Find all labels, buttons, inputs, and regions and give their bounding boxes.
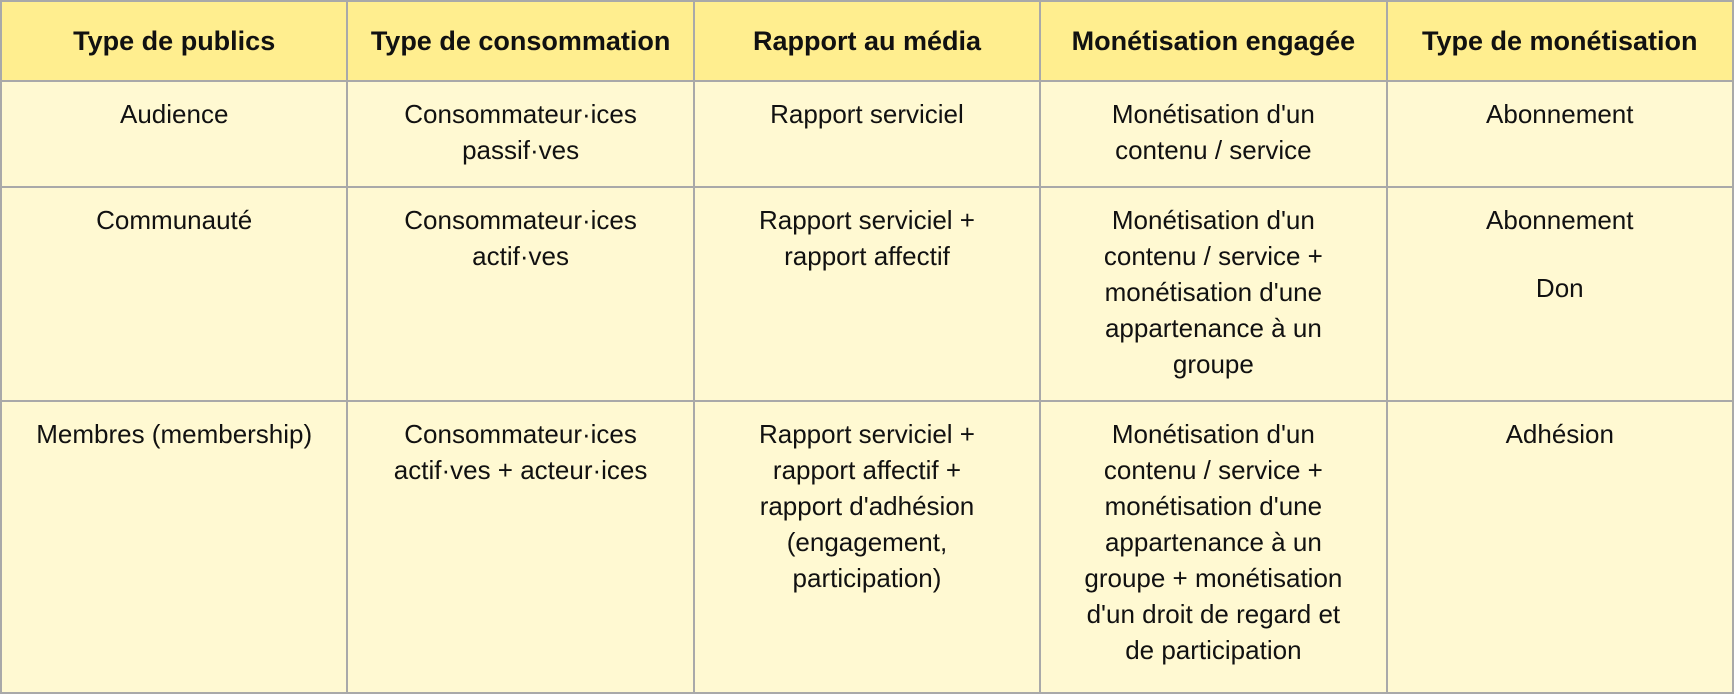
cell-line: Abonnement [1486,99,1634,129]
cell-line: Monétisation d'un [1111,99,1315,129]
cell-line: groupe [1172,349,1254,379]
cell-rapport: Rapport serviciel + rapport affectif [692,186,1042,402]
cell-monetisation-engagee: Monétisation d'un contenu / service [1039,80,1388,188]
header-row: Type de publics Type de consommation Rap… [0,0,1734,82]
cell-line: d'un droit de regard et [1086,599,1341,629]
cell-line: (engagement, [786,527,948,557]
cell-line: passif·ves [462,135,580,165]
cell-line: Monétisation d'un [1111,419,1315,449]
cell-line: contenu / service + [1103,455,1323,485]
cell-text: Audience [119,99,229,129]
cell-line: Consommateur·ices [404,99,637,129]
cell-monetisation-engagee: Monétisation d'un contenu / service + mo… [1039,400,1388,694]
header-type-de-consommation: Type de consommation [346,0,695,82]
cell-line: actif·ves + acteur·ices [393,455,648,485]
cell-line: rapport affectif + [772,455,962,485]
header-type-de-monetisation: Type de monétisation [1385,0,1734,82]
cell-line: rapport d'adhésion [759,491,975,521]
cell-line: contenu / service [1115,135,1312,165]
cell-publics: Audience [0,80,349,188]
cell-line: appartenance à un [1104,313,1322,343]
cell-text: Membres (membership) [36,419,313,449]
cell-text: Communauté [96,205,253,235]
cell-line: Rapport serviciel [770,99,964,129]
cell-monetisation-engagee: Monétisation d'un contenu / service + mo… [1039,186,1388,402]
cell-rapport: Rapport serviciel [692,80,1042,188]
cell-line: Adhésion [1505,419,1614,449]
header-type-de-publics: Type de publics [0,0,349,82]
cell-publics: Communauté [0,186,349,402]
cell-line: de participation [1125,635,1302,665]
table-row: Audience Consommateur·ices passif·ves Ra… [0,80,1734,188]
cell-line: monétisation d'une [1104,491,1323,521]
cell-line: groupe + monétisation [1084,563,1343,593]
cell-consommation: Consommateur·ices passif·ves [346,80,695,188]
cell-line: Don [1535,273,1584,303]
cell-consommation: Consommateur·ices actif·ves + acteur·ice… [346,400,695,694]
cell-line: participation) [792,563,942,593]
cell-line: Abonnement [1486,205,1634,235]
cell-line: Consommateur·ices [404,205,637,235]
cell-line: actif·ves [472,241,569,271]
cell-rapport: Rapport serviciel + rapport affectif + r… [692,400,1042,694]
cell-line: monétisation d'une [1104,277,1323,307]
cell-line: contenu / service + [1103,241,1323,271]
cell-consommation: Consommateur·ices actif·ves [346,186,695,402]
cell-type-monetisation: Adhésion [1385,400,1734,694]
table-row: Communauté Consommateur·ices actif·ves R… [0,186,1734,402]
table-row: Membres (membership) Consommateur·ices a… [0,400,1734,694]
cell-type-monetisation: Abonnement [1385,80,1734,188]
cell-line: Consommateur·ices [404,419,637,449]
header-monetisation-engagee: Monétisation engagée [1039,0,1388,82]
cell-line: Monétisation d'un [1111,205,1315,235]
cell-line: Rapport serviciel + [758,419,975,449]
header-rapport-au-media: Rapport au média [692,0,1042,82]
cell-line: Rapport serviciel + [758,205,975,235]
cell-type-monetisation: Abonnement Don [1385,186,1734,402]
cell-line: appartenance à un [1104,527,1322,557]
cell-publics: Membres (membership) [0,400,349,694]
cell-line: rapport affectif [784,241,950,271]
